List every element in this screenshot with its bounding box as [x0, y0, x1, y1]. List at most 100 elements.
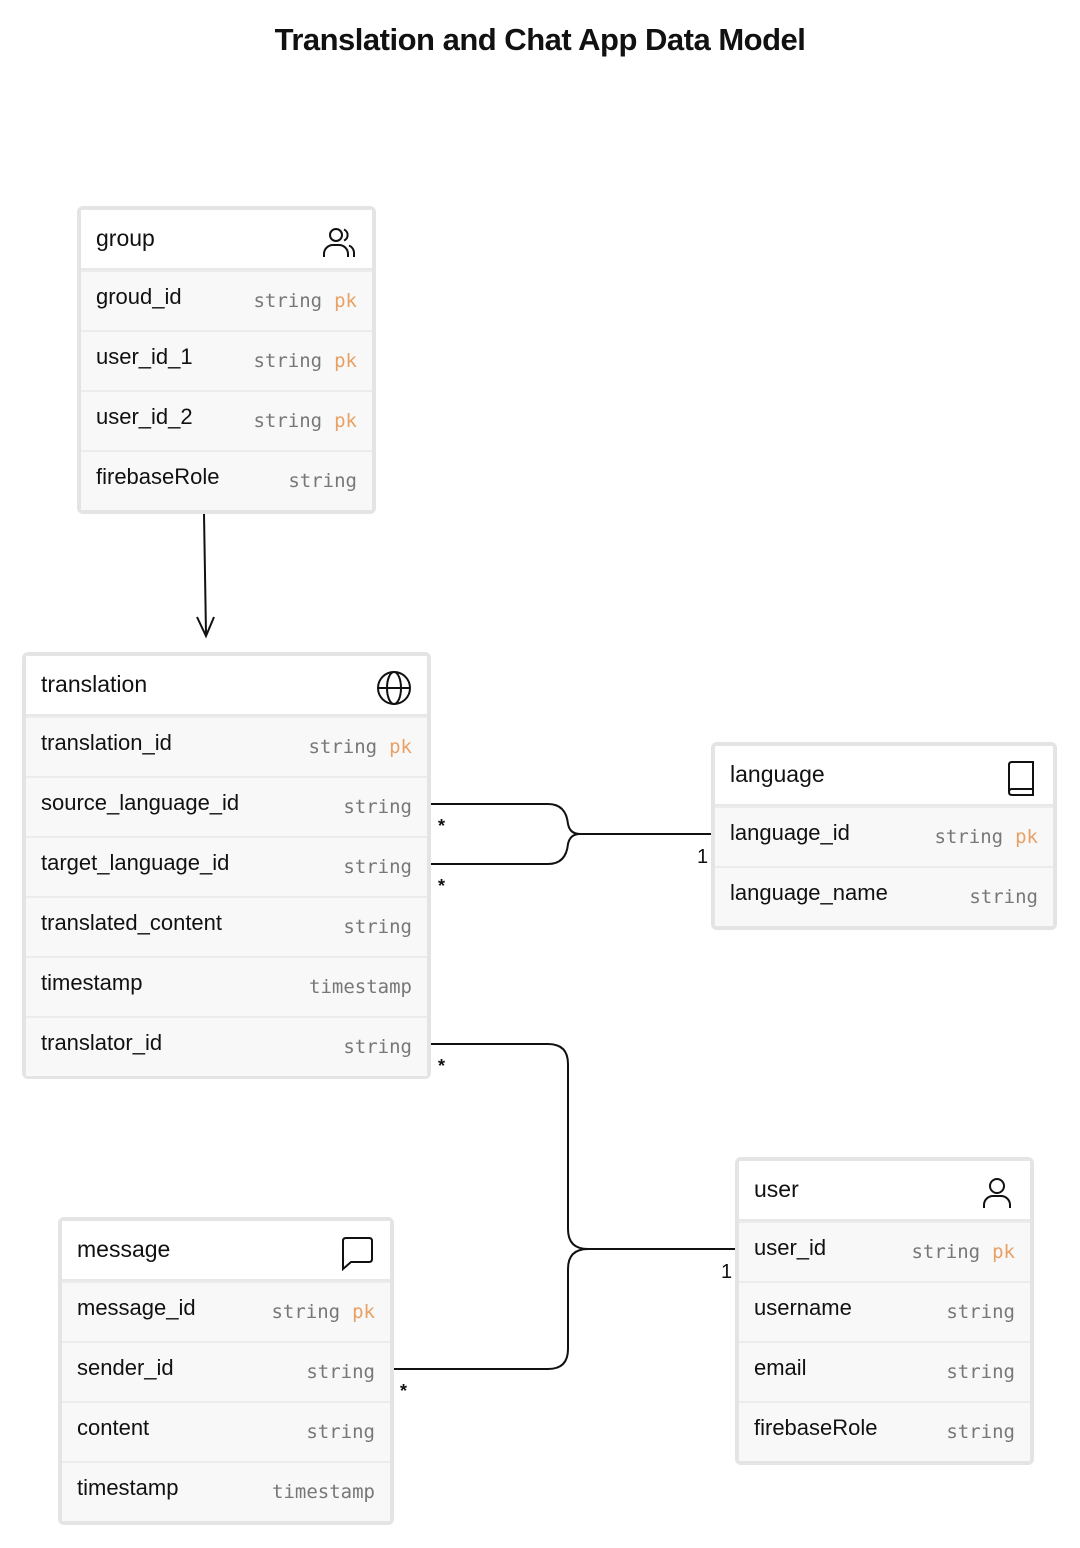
field-name: translated_content — [41, 910, 223, 935]
field-row: email string — [739, 1341, 1030, 1401]
field-row: username string — [739, 1281, 1030, 1341]
field-name: firebaseRole — [754, 1415, 878, 1440]
entity-name: message — [77, 1236, 171, 1262]
field-name: language_id — [730, 820, 850, 845]
field-row: language_name string — [715, 866, 1053, 926]
globe-icon — [377, 671, 411, 705]
field-name: translation_id — [41, 730, 172, 755]
field-type: string — [946, 1421, 1015, 1443]
field-row: timestamp timestamp — [26, 956, 427, 1016]
pk-badge: pk — [352, 1301, 375, 1323]
field-type: string — [343, 916, 412, 938]
card-lang-1: 1 — [697, 846, 709, 868]
field-row: target_language_id string — [26, 836, 427, 896]
field-type: string — [946, 1361, 1015, 1383]
field-type: string — [343, 796, 412, 818]
field-name: user_id — [754, 1235, 827, 1260]
entity-name: user — [754, 1176, 799, 1202]
field-name: content — [77, 1415, 150, 1440]
target-language-link — [422, 833, 581, 865]
field-type: string — [288, 470, 357, 492]
entity-header: group — [81, 210, 372, 270]
field-type: timestamp — [309, 976, 412, 998]
pk-badge: pk — [334, 410, 357, 432]
field-name: translator_id — [41, 1030, 163, 1055]
entity-header: language — [715, 746, 1053, 806]
pk-badge: pk — [389, 736, 412, 758]
entity-name: translation — [41, 671, 148, 697]
field-name: timestamp — [77, 1475, 179, 1500]
sender-user-link — [384, 1248, 589, 1370]
card-sender: * — [400, 1381, 408, 1401]
users-icon — [323, 228, 356, 257]
pk-badge: pk — [992, 1241, 1015, 1263]
field-type: timestamp — [272, 1481, 375, 1503]
field-type: string — [946, 1301, 1015, 1323]
field-name: user_id_1 — [96, 344, 193, 369]
field-name: language_name — [730, 880, 888, 905]
field-name: firebaseRole — [96, 464, 220, 489]
field-type: string — [343, 856, 412, 878]
entity-header: message — [62, 1221, 390, 1281]
field-row: timestamp timestamp — [62, 1461, 390, 1521]
field-row: source_language_id string — [26, 776, 427, 836]
card-user-1: 1 — [721, 1261, 733, 1283]
book-icon — [1008, 761, 1034, 796]
field-type: string — [969, 886, 1038, 908]
field-name: target_language_id — [41, 850, 230, 875]
entity-name: group — [96, 225, 155, 251]
card-source: * — [438, 816, 446, 836]
card-translator: * — [438, 1056, 446, 1076]
field-row: content string — [62, 1401, 390, 1461]
field-row: sender_id string — [62, 1341, 390, 1401]
user-icon — [983, 1178, 1011, 1208]
entity-header: translation — [26, 656, 427, 716]
entity-name: language — [730, 761, 825, 787]
field-name: message_id — [77, 1295, 196, 1320]
source-language-link — [422, 803, 720, 835]
translator-user-link — [422, 1043, 745, 1250]
field-type: string — [343, 1036, 412, 1058]
card-target: * — [438, 876, 446, 896]
field-name: sender_id — [77, 1355, 174, 1380]
field-name: email — [754, 1355, 807, 1380]
pk-badge: pk — [334, 290, 357, 312]
field-name: user_id_2 — [96, 404, 193, 429]
field-type: string — [306, 1361, 375, 1383]
speech-bubble-icon — [342, 1237, 373, 1272]
pk-badge: pk — [1015, 826, 1038, 848]
field-row: firebaseRole string — [739, 1401, 1030, 1461]
field-name: timestamp — [41, 970, 143, 995]
entity-header: user — [739, 1161, 1030, 1221]
field-name: username — [754, 1295, 852, 1320]
field-name: groud_id — [96, 284, 182, 309]
group-to-translation-line — [203, 513, 207, 635]
field-type: string — [306, 1421, 375, 1443]
arrowhead — [196, 616, 215, 639]
field-row: translator_id string — [26, 1016, 427, 1076]
diagram-title: Translation and Chat App Data Model — [274, 22, 806, 57]
field-name: source_language_id — [41, 790, 240, 815]
field-row: firebaseRole string — [81, 450, 372, 510]
field-row: translated_content string — [26, 896, 427, 956]
pk-badge: pk — [334, 350, 357, 372]
